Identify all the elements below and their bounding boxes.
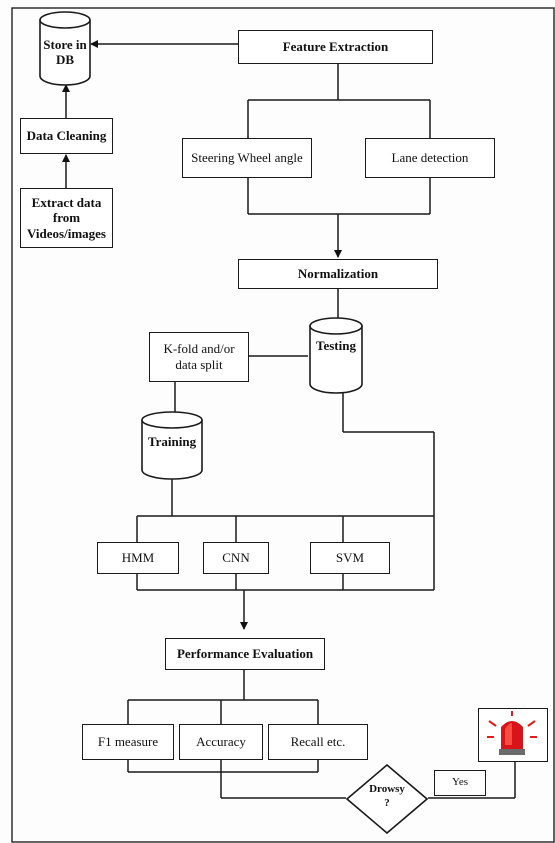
testing-cylinder: Testing bbox=[308, 316, 364, 394]
database-icon bbox=[39, 11, 91, 86]
training-label: Training bbox=[147, 433, 197, 449]
decision-diamond-shape bbox=[346, 764, 428, 834]
store-db-label: Store in DB bbox=[43, 37, 87, 67]
kfold-box: K-fold and/or data split bbox=[149, 332, 249, 382]
performance-evaluation-box: Performance Evaluation bbox=[165, 638, 325, 670]
training-cylinder: Training bbox=[140, 410, 204, 480]
store-db-cylinder: Store in DB bbox=[38, 10, 92, 86]
yes-box: Yes bbox=[434, 770, 486, 796]
accuracy-box: Accuracy bbox=[179, 724, 263, 760]
red-alarm-light-icon bbox=[487, 711, 537, 755]
lane-detection-box: Lane detection bbox=[365, 138, 495, 178]
hmm-box: HMM bbox=[97, 542, 179, 574]
cnn-box: CNN bbox=[203, 542, 269, 574]
normalization-box: Normalization bbox=[238, 259, 438, 289]
svm-box: SVM bbox=[310, 542, 390, 574]
alarm-box bbox=[478, 708, 548, 762]
testing-label: Testing bbox=[316, 337, 356, 353]
database-icon bbox=[309, 317, 363, 394]
f1-measure-box: F1 measure bbox=[82, 724, 174, 760]
recall-box: Recall etc. bbox=[268, 724, 368, 760]
drowsy-decision: Drowsy ? bbox=[346, 764, 428, 834]
extract-data-box: Extract data from Videos/images bbox=[20, 188, 113, 248]
database-icon bbox=[141, 411, 203, 480]
steering-wheel-box: Steering Wheel angle bbox=[182, 138, 312, 178]
feature-extraction-box: Feature Extraction bbox=[238, 30, 433, 64]
data-cleaning-box: Data Cleaning bbox=[20, 118, 113, 154]
drowsy-label: Drowsy ? bbox=[369, 783, 405, 810]
